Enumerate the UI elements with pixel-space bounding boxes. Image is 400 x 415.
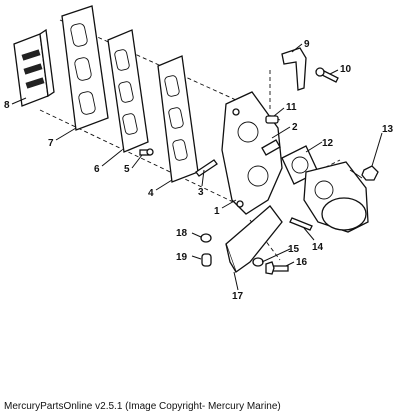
leader-lines xyxy=(11,43,383,291)
callout-11: 11 xyxy=(286,102,297,113)
intake-manifold-part xyxy=(221,91,283,215)
callout-4: 4 xyxy=(148,188,154,199)
callout-14: 14 xyxy=(312,242,324,253)
washer-15-part xyxy=(252,257,264,267)
reed-block-part xyxy=(13,28,55,107)
callout-1: 1 xyxy=(214,206,220,217)
screw-16-part xyxy=(265,261,289,275)
stud-3-part xyxy=(195,159,218,177)
callout-9: 9 xyxy=(304,39,310,50)
callout-3: 3 xyxy=(198,187,204,198)
bracket-17-part xyxy=(225,205,283,274)
callout-7: 7 xyxy=(48,138,54,149)
fitting-2-part xyxy=(261,139,281,156)
callout-5: 5 xyxy=(124,164,130,175)
callout-8: 8 xyxy=(4,100,10,111)
exploded-parts-diagram: 8 7 6 5 4 3 1 2 9 10 11 12 13 14 15 16 1… xyxy=(4,5,394,302)
callout-18: 18 xyxy=(176,228,188,239)
callout-12: 12 xyxy=(322,138,334,149)
carburetor-part xyxy=(303,161,369,233)
callout-17: 17 xyxy=(232,291,244,302)
washer-18-part xyxy=(200,233,212,243)
callout-6: 6 xyxy=(94,164,100,175)
copyright-footer: MercuryPartsOnline v2.5.1 (Image Copyrig… xyxy=(4,401,281,412)
grommet-19-part xyxy=(201,253,212,267)
screw-5-part xyxy=(139,148,154,156)
reed-plate-6-part xyxy=(107,29,149,153)
gasket-7-part xyxy=(61,5,109,131)
callout-10: 10 xyxy=(340,64,352,75)
callout-16: 16 xyxy=(296,257,308,268)
callout-15: 15 xyxy=(288,244,300,255)
screw-10-part xyxy=(315,67,339,83)
callout-13: 13 xyxy=(382,124,394,135)
bracket-9-part xyxy=(281,47,307,91)
callout-labels: 8 7 6 5 4 3 1 2 9 10 11 12 13 14 15 16 1… xyxy=(4,39,394,302)
gasket-4-part xyxy=(157,55,199,183)
callout-19: 19 xyxy=(176,252,188,263)
nipple-11-part xyxy=(265,115,279,124)
callout-2: 2 xyxy=(292,122,298,133)
screw-14-part xyxy=(289,217,313,231)
nut-13-part xyxy=(361,165,379,181)
